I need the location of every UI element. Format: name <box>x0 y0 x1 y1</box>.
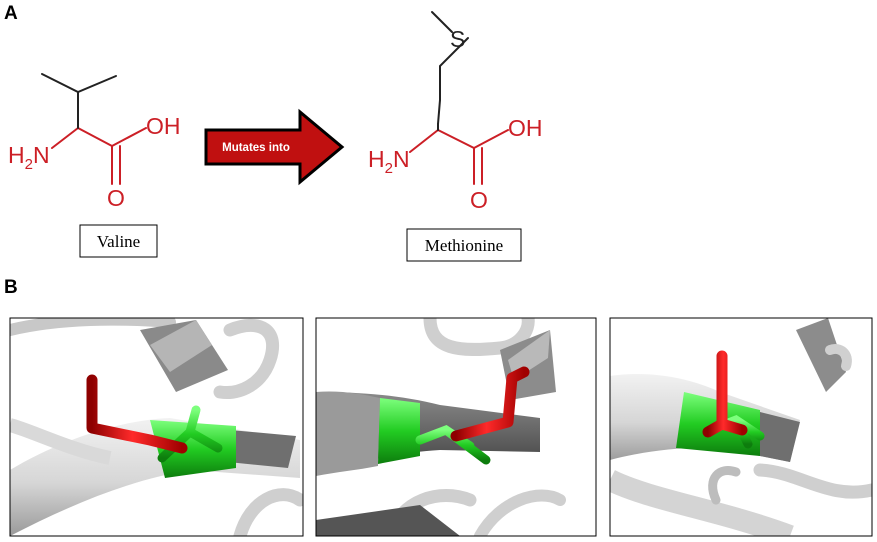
view-1-dark-strand <box>228 430 296 468</box>
view-3-border <box>609 317 873 537</box>
structure-view-1 <box>9 317 304 537</box>
methionine-carbonyl-oxygen: O <box>470 187 488 213</box>
methionine-amine-label: H2N <box>368 146 410 177</box>
methionine-structure: S H2N OH O <box>368 11 543 213</box>
view-2-red-side-chain <box>450 366 530 442</box>
view-2-strand-face <box>508 330 550 380</box>
view-3-dark-strand <box>760 412 800 462</box>
valine-amine-label: H2N <box>8 142 50 173</box>
view-1-red-side-chain <box>86 374 188 454</box>
view-1-residue-green <box>150 420 236 478</box>
mutation-arrow: Mutates into <box>204 108 345 186</box>
valine-carbonyl-oxygen: O <box>107 185 125 211</box>
view-3-loop-right <box>753 463 872 499</box>
valine-hydroxyl-label: OH <box>146 113 181 139</box>
view-1-strand-face <box>150 320 212 372</box>
valine-name: Valine <box>97 232 140 251</box>
view-3-loop-top <box>825 344 852 371</box>
methionine-name-box <box>406 228 522 262</box>
view-3-strand-block <box>796 318 846 392</box>
view-3-small-loop <box>708 466 741 505</box>
panel-label-a: A <box>4 3 18 24</box>
view-3-lower-strand <box>610 470 794 536</box>
valine-backbone <box>51 127 147 185</box>
view-1-border <box>9 317 304 537</box>
view-1-loop-right <box>213 319 280 399</box>
view-1-loop-bottom <box>233 488 303 536</box>
view-2-loop-bottom-right <box>474 489 566 536</box>
methionine-sulfur-label: S <box>450 26 465 52</box>
panel-label-b: B <box>4 277 18 298</box>
methionine-name: Methionine <box>425 236 503 255</box>
view-2-loop-top <box>423 318 535 356</box>
valine-name-box <box>79 224 158 258</box>
view-2-residue-green <box>378 398 420 464</box>
methionine-hydroxyl-label: OH <box>508 115 543 141</box>
arrow-label: Mutates into <box>222 142 290 154</box>
methionine-side-chain <box>431 11 469 125</box>
arrow-shape <box>204 108 345 186</box>
valine-side-chain <box>41 73 117 121</box>
view-3-red-side-chain <box>702 350 748 438</box>
view-2-lower-strand <box>316 505 460 536</box>
view-1-loop-left <box>10 418 112 465</box>
view-2-band-left <box>316 391 380 476</box>
view-1-loop-top <box>10 318 176 336</box>
structure-view-3 <box>609 317 873 537</box>
valine-structure: H2N OH O <box>8 73 181 211</box>
view-2-border <box>315 317 597 537</box>
methionine-backbone <box>409 129 509 185</box>
structure-view-2 <box>315 317 597 537</box>
